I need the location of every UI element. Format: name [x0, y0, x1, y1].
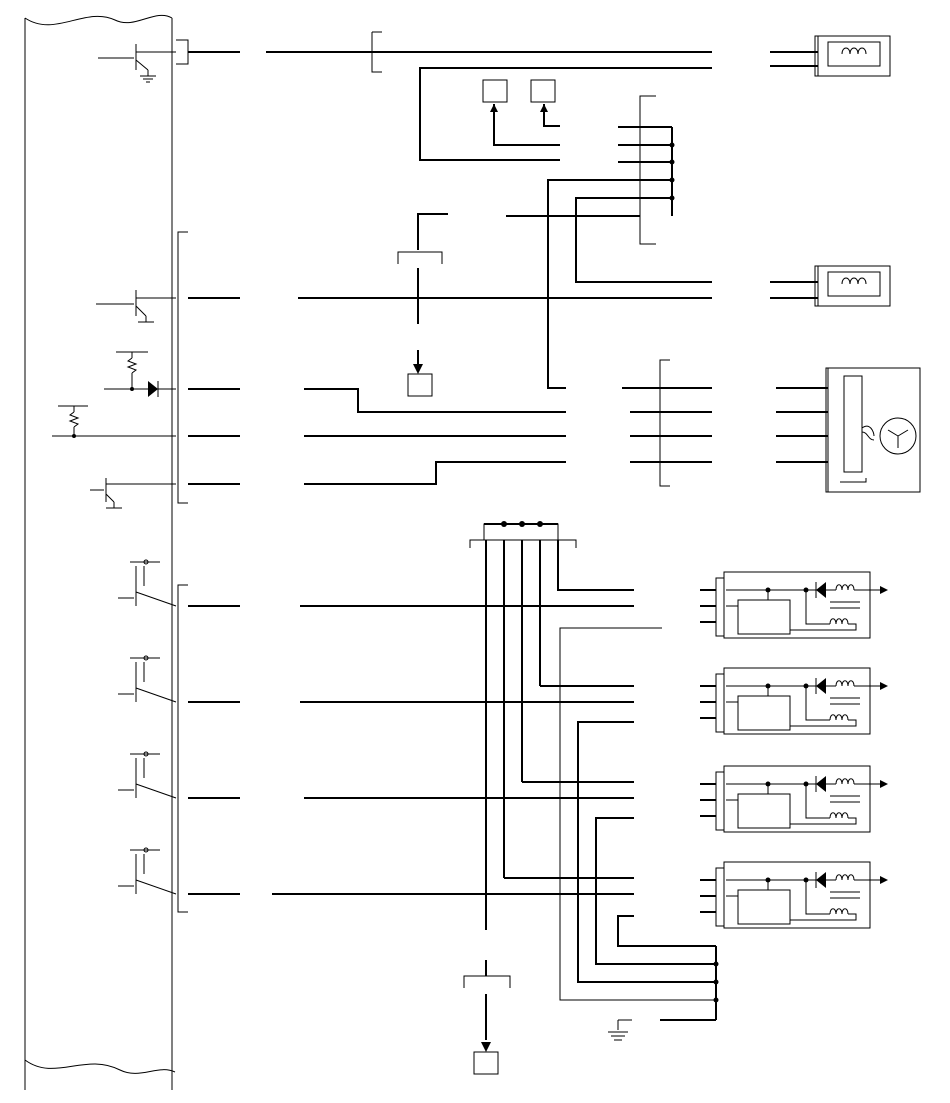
solenoid-upper — [814, 35, 891, 77]
relay-b — [530, 79, 556, 103]
transistor-middle-icon — [96, 290, 176, 323]
wires-stepper-motor — [188, 359, 844, 487]
ignition-coil-3 — [700, 765, 888, 833]
control-module-outline — [24, 14, 176, 1090]
ecm-connector-brackets — [176, 39, 189, 913]
coil-feed-wires — [504, 627, 719, 1041]
injector-driver-2 — [118, 655, 634, 703]
injector-driver-1 — [118, 559, 634, 607]
wire-solenoid-middle — [188, 281, 818, 299]
transistor-upper-icon — [98, 44, 176, 83]
injector-driver-4 — [118, 847, 634, 895]
relay-a — [482, 79, 508, 103]
joint-connector-upper — [506, 95, 712, 389]
wire-solenoid-upper — [188, 31, 818, 73]
sensor-input-circuits — [52, 351, 176, 509]
relay-wiring — [419, 67, 712, 161]
injector-power-joint — [469, 521, 634, 930]
ignition-coil-2 — [700, 667, 888, 735]
ignition-coil-1 — [700, 571, 888, 639]
stepper-motor-icon — [825, 367, 921, 493]
ignition-coil-4 — [700, 861, 888, 929]
fuse-upper — [397, 213, 448, 397]
injector-driver-3 — [118, 751, 634, 799]
solenoid-middle — [814, 265, 891, 307]
fuse-lower — [463, 960, 511, 1075]
ignition-coils — [700, 571, 888, 929]
